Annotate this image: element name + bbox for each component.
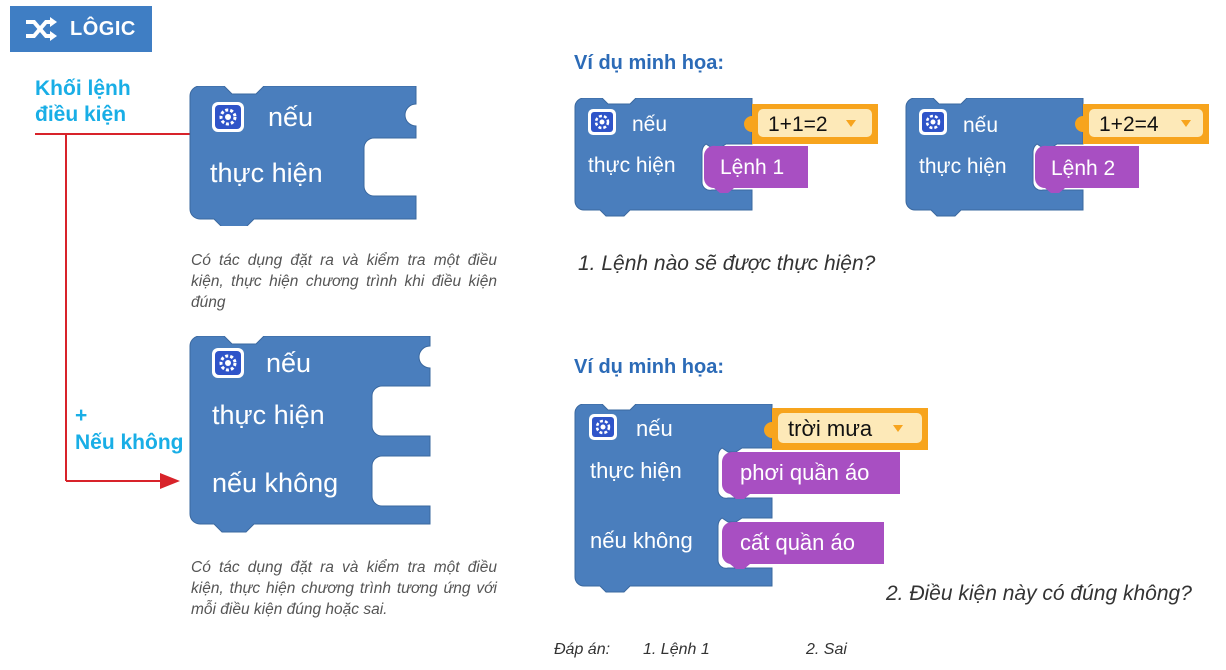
if-else-description: Có tác dụng đặt ra và kiểm tra một điều … [191,559,497,618]
do-label: thực hiện [210,158,323,188]
example1-block-a[interactable]: 1+1=2 nếu thực hiện Lệnh 1 [572,98,892,220]
command-false-text: cất quần áo [740,530,855,555]
question-2: 2. Điều kiện này có đúng không? [886,582,1192,605]
dropdown-arrow-icon[interactable] [846,120,856,127]
command-text: Lệnh 2 [1051,157,1115,180]
if-label: nếu [266,348,311,378]
condition-block[interactable]: 1+1=2 [744,104,878,144]
gear-icon[interactable] [919,109,947,135]
answer-2: 2. Sai [806,641,847,658]
gear-icon[interactable] [589,414,617,440]
connector-lines [35,133,190,489]
command-true-block[interactable]: phơi quần áo [721,452,900,499]
if-else-block[interactable]: nếu thực hiện nếu không [186,336,436,536]
if-block[interactable]: nếu thực hiện [186,86,436,226]
example1-title: Ví dụ minh họa: [574,52,724,74]
command-true-text: phơi quần áo [740,460,869,485]
gear-icon[interactable] [588,109,616,135]
shuffle-icon [26,17,57,41]
example2-title: Ví dụ minh họa: [574,356,724,378]
gear-icon[interactable] [212,102,244,132]
else-label: nếu không [212,468,338,498]
answer-1: 1. Lệnh 1 [643,641,710,658]
if-label: nếu [268,102,313,132]
condition-block[interactable]: trời mưa [764,408,928,450]
block-label: Khối lệnh điều kiện [35,76,131,128]
else-label: nếu không [590,528,693,553]
dropdown-arrow-icon[interactable] [893,425,903,432]
question-1: 1. Lệnh nào sẽ được thực hiện? [578,252,876,275]
if-label: nếu [636,416,673,441]
do-label: thực hiện [919,155,1007,178]
do-label: thực hiện [590,458,682,483]
arrow-head-icon [160,473,180,489]
example2-block[interactable]: trời mưa nếu thực hiện nếu không phơi qu… [572,404,942,600]
condition-block[interactable]: 1+2=4 [1075,104,1209,144]
command-block[interactable]: Lệnh 1 [703,145,808,193]
dropdown-arrow-icon[interactable] [1181,120,1191,127]
logic-header: LÔGIC [10,6,152,52]
gear-icon[interactable] [212,348,244,378]
plus-sign: + [75,404,88,427]
command-block[interactable]: Lệnh 2 [1034,145,1139,193]
condition-text: 1+1=2 [768,113,828,136]
block-label-line1: Khối lệnh [35,77,131,100]
header-title: LÔGIC [70,17,136,40]
command-text: Lệnh 1 [720,156,784,179]
command-false-block[interactable]: cất quần áo [721,522,884,569]
do-label: thực hiện [588,154,676,177]
if-label: nếu [963,114,998,137]
condition-text: trời mưa [788,416,873,441]
if-label: nếu [632,113,667,136]
block-label-line2: điều kiện [35,103,127,126]
condition-text: 1+2=4 [1099,113,1159,136]
else-label: Nếu không [75,431,184,454]
answer-label: Đáp án: [554,641,611,658]
do-label: thực hiện [212,400,325,430]
if-description: Có tác dụng đặt ra và kiểm tra một điều … [191,252,497,311]
example1-block-b[interactable]: 1+2=4 nếu thực hiện Lệnh 2 [903,98,1223,220]
